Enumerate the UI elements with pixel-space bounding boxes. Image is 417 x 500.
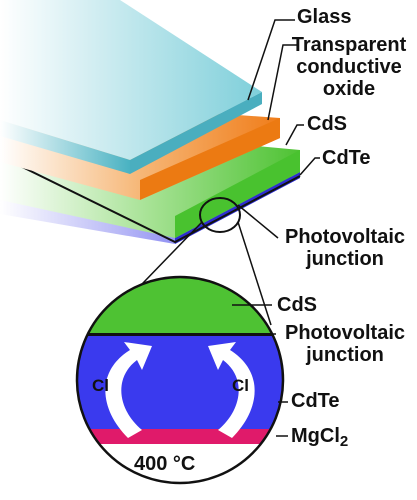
right-cl-arrow <box>208 342 255 438</box>
label-pv-junction-zoom: Photovoltaic junction <box>278 322 412 366</box>
left-cl-arrow <box>105 342 152 438</box>
label-cl-right: Cl <box>232 376 249 395</box>
label-pv-zoom-line1: Photovoltaic <box>284 322 405 344</box>
label-tco-line1: Transparent <box>291 34 407 56</box>
label-pv-top-line1: Photovoltaic <box>284 226 405 248</box>
label-cl-left: Cl <box>92 376 109 395</box>
zoom-line-right <box>237 221 272 326</box>
zoom-source-circle <box>199 197 241 233</box>
zoom-view <box>77 277 283 483</box>
label-tco-line2: conductive <box>296 56 402 78</box>
label-glass: Glass <box>297 6 352 28</box>
label-mgcl2: MgCl2 <box>291 425 348 453</box>
label-pv-top-line2: junction <box>306 248 384 270</box>
zoom-junction-line <box>77 333 283 336</box>
zoom-leader-lines <box>232 304 288 437</box>
zoom-circle-outline <box>75 275 285 485</box>
leader-lines <box>237 19 320 239</box>
label-cds-top: CdS <box>307 113 347 135</box>
junction-line <box>0 155 301 244</box>
label-cdte-top: CdTe <box>322 147 371 169</box>
label-pv-zoom-line2: junction <box>306 344 384 366</box>
label-temperature: 400 °C <box>134 453 196 475</box>
glass-layer <box>0 0 262 174</box>
label-cdte-zoom: CdTe <box>291 390 340 412</box>
label-tco: Transparent conductive oxide <box>284 34 414 100</box>
label-pv-junction-top: Photovoltaic junction <box>278 226 412 270</box>
label-tco-line3: oxide <box>322 78 376 100</box>
label-mgcl2-sub: 2 <box>339 433 349 450</box>
label-cds-zoom: CdS <box>277 294 317 316</box>
label-mgcl2-base: MgCl <box>291 425 340 447</box>
